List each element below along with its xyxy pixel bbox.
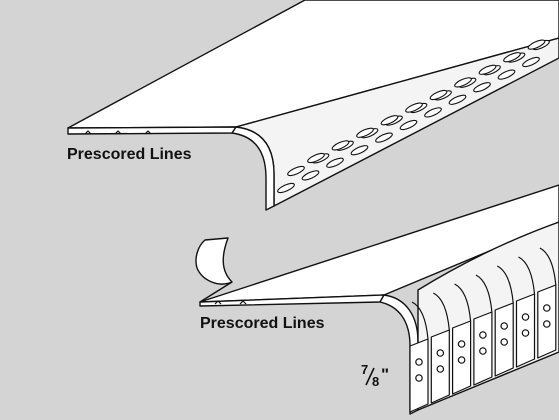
upper-slot [405, 102, 423, 113]
upper-slot [356, 127, 374, 138]
tab-hole [457, 340, 466, 348]
upper-slot [503, 52, 521, 63]
lower-tab [515, 256, 536, 368]
upper-trim-piece [67, 0, 559, 211]
fraction-slash [365, 367, 375, 386]
tab-hole [542, 304, 551, 312]
upper-slot [350, 145, 369, 156]
upper-slot [429, 89, 448, 101]
upper-slot [424, 107, 442, 118]
tab-hole [415, 358, 423, 366]
upper-prescored-label: Prescored Lines [67, 146, 192, 163]
lower-prescored-marks [214, 300, 247, 305]
lower-tab-pattern [409, 247, 557, 413]
upper-slot [399, 119, 418, 131]
lower-tab [452, 283, 472, 395]
lower-tab [494, 265, 514, 377]
tab-hole [521, 329, 530, 337]
lower-tab [473, 274, 493, 386]
upper-slot [287, 165, 305, 177]
upper-slot [380, 115, 399, 126]
tab-hole [500, 322, 509, 330]
upper-slot [326, 157, 344, 168]
upper-slot [478, 64, 497, 75]
tab-hole [521, 313, 530, 321]
upper-slot [454, 77, 472, 88]
dimension-label: 7 8 " [361, 362, 389, 389]
tab-hole [542, 320, 551, 328]
upper-slot [497, 69, 516, 80]
upper-slot [277, 182, 295, 194]
upper-slot [307, 152, 325, 164]
upper-slot [375, 132, 393, 143]
upper-slot [331, 140, 350, 151]
upper-front-lip [67, 126, 237, 135]
tab-hole [436, 365, 445, 373]
upper-prescored-marks [84, 130, 152, 135]
upper-slot [473, 82, 491, 93]
upper-rolled-edge [231, 126, 275, 211]
upper-slot [527, 39, 546, 50]
tab-hole [500, 338, 509, 346]
fraction-numerator: 7 [361, 362, 368, 377]
fraction-denominator: 8 [372, 374, 379, 389]
peel-off-film [195, 237, 233, 303]
lower-trim-piece [199, 184, 559, 415]
tab-hole [479, 331, 487, 339]
lower-tab [537, 247, 557, 359]
tab-hole [457, 356, 466, 364]
lower-tab [409, 301, 429, 413]
lower-rolled-edge [379, 294, 419, 415]
upper-slot [301, 170, 320, 181]
fraction-unit: " [381, 365, 389, 384]
upper-slot-pattern [277, 39, 550, 194]
lower-tab [430, 292, 450, 404]
tab-hole [479, 347, 487, 355]
upper-slot [522, 56, 540, 68]
lower-prescored-label: Prescored Lines [200, 315, 325, 332]
tab-hole [415, 374, 423, 382]
tab-hole [436, 349, 445, 357]
upper-slot [448, 94, 467, 105]
